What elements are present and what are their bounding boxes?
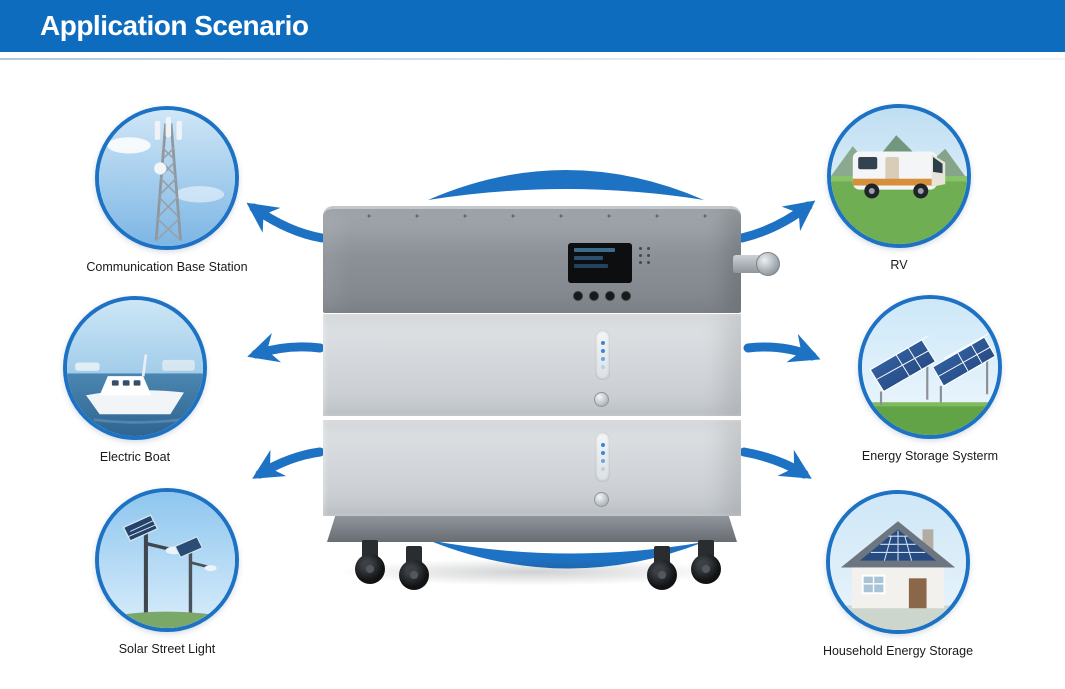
led-dot [600, 443, 605, 447]
battery-module-2 [323, 420, 741, 516]
energy-storage-system-photo-circle [858, 295, 1002, 439]
arrow-to-solar-street-light [252, 447, 325, 479]
indicator-dot [647, 261, 650, 264]
product-base [327, 516, 737, 542]
wheel [691, 554, 721, 584]
scenario-electric-boat: Electric Boat [25, 296, 245, 464]
scenario-label: Electric Boat [99, 450, 171, 464]
led-dot [600, 467, 605, 471]
arrow-to-household-energy-storage [739, 447, 812, 479]
control-display-screen [568, 243, 632, 283]
header-divider [0, 58, 1065, 60]
header: Application Scenario [0, 0, 1065, 52]
caster-fork [406, 546, 422, 564]
scenario-solar-street-light: Solar Street Light [57, 488, 277, 656]
screen-content-line [574, 248, 615, 252]
solar-street-lamp-photo [99, 492, 235, 628]
indicator-dot [639, 247, 642, 250]
control-button [589, 291, 599, 301]
scenario-rv: RV [789, 104, 1009, 272]
led-dot [600, 459, 605, 463]
scenario-label: RV [890, 258, 908, 272]
battery-inverter-top-module [323, 206, 780, 313]
scenario-label: Household Energy Storage [822, 644, 974, 658]
electric-boat-photo-circle [63, 296, 207, 440]
indicator-dot [647, 254, 650, 257]
solar-panel-array-photo [862, 299, 998, 435]
indicator-dot-grid [639, 247, 651, 264]
solar-street-light-photo-circle [95, 488, 239, 632]
led-dot [600, 349, 605, 353]
indicator-dot [639, 254, 642, 257]
screen-content-line [574, 264, 609, 268]
control-buttons [573, 291, 631, 301]
module-power-button [594, 492, 609, 507]
led-dot [600, 357, 605, 361]
scenario-label: Solar Street Light [118, 642, 216, 656]
scenario-energy-storage-system: Energy Storage Systerm [820, 295, 1040, 463]
cell-tower-photo [99, 110, 235, 246]
led-dot [600, 451, 605, 455]
led-dot [600, 341, 605, 345]
control-button [573, 291, 583, 301]
led-dot [600, 365, 605, 369]
screw-dots [345, 214, 719, 218]
caster-fork [654, 546, 670, 564]
house-solar-roof-photo [830, 494, 966, 630]
caster-fork [698, 540, 714, 558]
page-title: Application Scenario [40, 10, 309, 41]
battery-module-1 [323, 314, 741, 416]
wheel [355, 554, 385, 584]
rv-photo-circle [827, 104, 971, 248]
arrow-to-energy-storage-system [743, 333, 821, 363]
rv-camper-photo [831, 108, 967, 244]
scenario-household-energy-storage: Household Energy Storage [788, 490, 1008, 658]
scenario-communication-base-station: Communication Base Station [57, 106, 277, 274]
communication-base-station-photo-circle [95, 106, 239, 250]
household-energy-storage-photo-circle [826, 490, 970, 634]
led-indicator-strip [595, 330, 610, 380]
caster-wheel [353, 540, 387, 588]
led-indicator-strip [595, 432, 610, 482]
power-connector [733, 252, 780, 276]
wheel [647, 560, 677, 590]
scenario-label: Energy Storage Systerm [861, 449, 999, 463]
caster-wheel [645, 546, 679, 594]
boat-photo [67, 300, 203, 436]
module-power-button [594, 392, 609, 407]
indicator-dot [647, 247, 650, 250]
arrow-to-electric-boat [247, 333, 325, 363]
caster-wheel [397, 546, 431, 594]
control-button [605, 291, 615, 301]
wheel [399, 560, 429, 590]
caster-wheel [689, 540, 723, 588]
caster-fork [362, 540, 378, 558]
indicator-dot [639, 261, 642, 264]
stacked-energy-storage-battery-image [323, 196, 780, 596]
control-button [621, 291, 631, 301]
screen-content-line [574, 256, 603, 260]
scenario-label: Communication Base Station [86, 260, 248, 274]
